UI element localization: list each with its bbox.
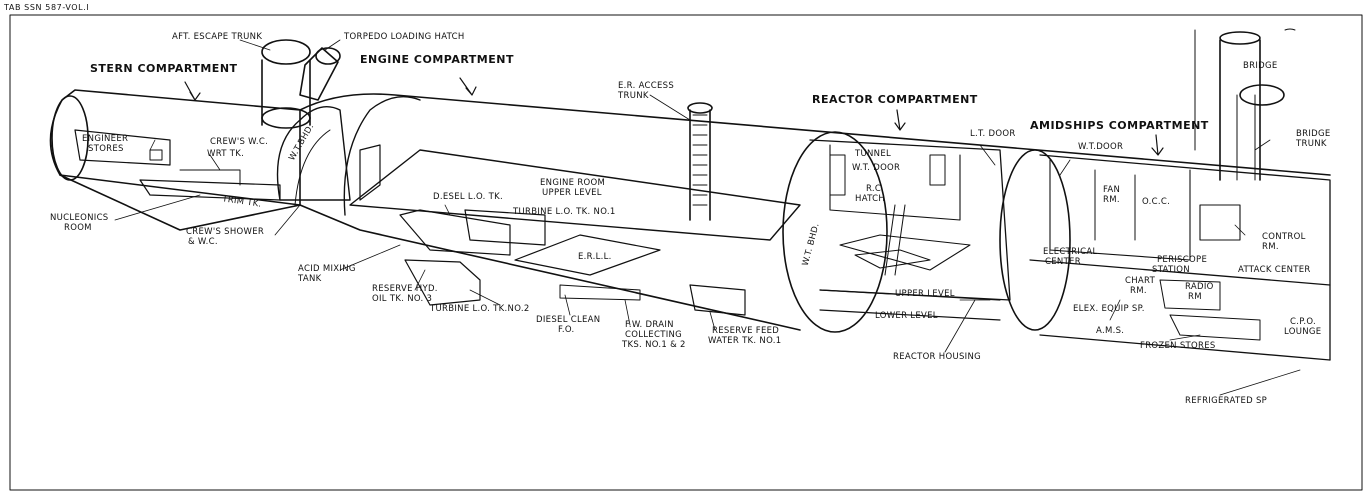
hull-bottom-line	[299, 204, 801, 331]
torpedo-loading-hatch-label: TORPEDO LOADING HATCH	[344, 32, 465, 42]
engine-room-upper-label-2: UPPER LEVEL	[542, 188, 602, 198]
reactor-housing-label: REACTOR HOUSING	[893, 352, 982, 362]
engine-room-upper-label-1: ENGINE ROOM	[540, 178, 606, 188]
aft-escape-trunk-label: AFT. ESCAPE TRUNK	[172, 32, 263, 42]
wt-door-reactor-label: W.T. DOOR	[852, 163, 901, 173]
tunnel-label: TUNNEL	[855, 149, 892, 159]
reserve-feed-label-1: RESERVE FEED	[712, 326, 780, 336]
electrical-center-label-2: CENTER	[1045, 257, 1081, 267]
aft-escape-trunk	[261, 59, 311, 126]
lt-door-label: L.T. DOOR	[970, 129, 1016, 139]
reactor-ladder	[884, 204, 906, 276]
crews-wc-label-1: CREW'S W.C.	[210, 137, 269, 147]
occ-label: O.C.C.	[1142, 197, 1171, 207]
reserve-feed-label-2: WATER TK. NO.1	[708, 336, 782, 346]
reserve-hyd-label-2: OIL TK. NO. 3	[372, 294, 433, 304]
refrigerated-space-label: REFRIGERATED SP	[1185, 396, 1268, 406]
turbine-lo-tank-1-label: TURBINE L.O. TK. NO.1	[513, 207, 616, 217]
stern-compartment-title: STERN COMPARTMENT	[90, 62, 238, 75]
fw-drain-label-3: TKS. NO.1 & 2	[622, 340, 686, 350]
amidships-aft-bulkhead	[999, 149, 1071, 331]
er-access-trunk-label-2: TRUNK	[618, 91, 649, 101]
engine-compartment-title: ENGINE COMPARTMENT	[360, 53, 514, 66]
engineer-stores-label-2: STORES	[88, 144, 124, 154]
rc-hatch-label-2: HATCH	[855, 194, 886, 204]
periscope-station-label-2: STATION	[1152, 265, 1190, 275]
engine-forward-bulkhead	[343, 96, 421, 216]
engine-upper-deck	[349, 149, 801, 241]
acid-mixing-tank-label-2: TANK	[298, 274, 322, 284]
control-room-label-2: RM.	[1262, 242, 1279, 252]
crews-shower-label-2: & W.C.	[188, 237, 218, 247]
fan-room-label-2: RM.	[1103, 195, 1120, 205]
bridge-trunk-label-1: BRIDGE	[1296, 129, 1331, 139]
nucleonics-room-label-2: ROOM	[64, 223, 92, 233]
erll-label: E.R.L.L.	[578, 252, 612, 262]
bridge-trunk	[1219, 39, 1261, 181]
cpo-lounge-label-1: C.P.O.	[1290, 317, 1316, 327]
reactor-compartment-title: REACTOR COMPARTMENT	[812, 93, 978, 106]
hull-top-line	[299, 93, 1331, 176]
nucleonics-room-label-1: NUCLEONICS	[50, 213, 109, 223]
diesel-lo-tank-label: D.ESEL L.O. TK.	[433, 192, 503, 202]
frozen-stores-label: FROZEN STORES	[1140, 341, 1216, 351]
reserve-hyd-label-1: RESERVE HYD.	[372, 284, 438, 294]
electrical-center-label-1: ELECTRICAL	[1043, 247, 1098, 257]
page-border	[9, 14, 1363, 491]
doc-reference: TAB SSN 587-VOL.I	[4, 3, 90, 12]
torpedo-loading-hatch	[299, 47, 339, 101]
stern-keel	[59, 174, 301, 231]
crews-wc-label-2: WRT TK.	[207, 149, 245, 159]
amidships-compartment-title: AMIDSHIPS COMPARTMENT	[1030, 119, 1209, 132]
lower-level-label: LOWER LEVEL	[875, 311, 938, 321]
diesel-clean-fo-label-1: DIESEL CLEAN	[536, 315, 601, 325]
control-room-label-1: CONTROL	[1262, 232, 1306, 242]
reactor-aft-bulkhead	[782, 131, 888, 333]
radio-room-label-1: RADIO	[1185, 282, 1214, 292]
radio-room-label-2: RM	[1188, 292, 1202, 302]
bridge-label: BRIDGE	[1243, 61, 1278, 71]
elex-equip-label: ELEX. EQUIP SP.	[1073, 304, 1145, 314]
attack-center-label: ATTACK CENTER	[1238, 265, 1311, 275]
upper-level-label: UPPER LEVEL	[895, 289, 955, 299]
er-access-trunk	[689, 109, 711, 221]
diesel-clean-fo-label-2: F.O.	[558, 325, 575, 335]
engineer-stores-label-1: ENGINEER	[82, 134, 129, 144]
acid-mixing-tank-label-1: ACID MIXING	[298, 264, 356, 274]
amidships-mid-deck	[1029, 259, 1331, 286]
crews-shower-label-1: CREW'S SHOWER	[186, 227, 265, 237]
chart-room-label-2: RM.	[1130, 286, 1147, 296]
chart-room-label-1: CHART	[1125, 276, 1156, 286]
periscope-station-label-1: PERISCOPE	[1157, 255, 1208, 265]
wt-door-amidships-label: W.T.DOOR	[1078, 142, 1124, 152]
bridge-trunk-label-2: TRUNK	[1296, 139, 1327, 149]
er-access-trunk-label-1: E.R. ACCESS	[618, 81, 675, 91]
fw-drain-label-1: F.W. DRAIN	[625, 320, 674, 330]
turbine-lo-tank-2-label: TURBINE L.O. TK.NO.2	[430, 304, 530, 314]
fw-drain-label-2: COLLECTING	[625, 330, 683, 340]
ams-label: A.M.S.	[1096, 326, 1125, 336]
rc-hatch-label-1: R.C.	[866, 184, 885, 194]
fan-room-label-1: FAN	[1103, 185, 1121, 195]
cpo-lounge-label-2: LOUNGE	[1284, 327, 1322, 337]
